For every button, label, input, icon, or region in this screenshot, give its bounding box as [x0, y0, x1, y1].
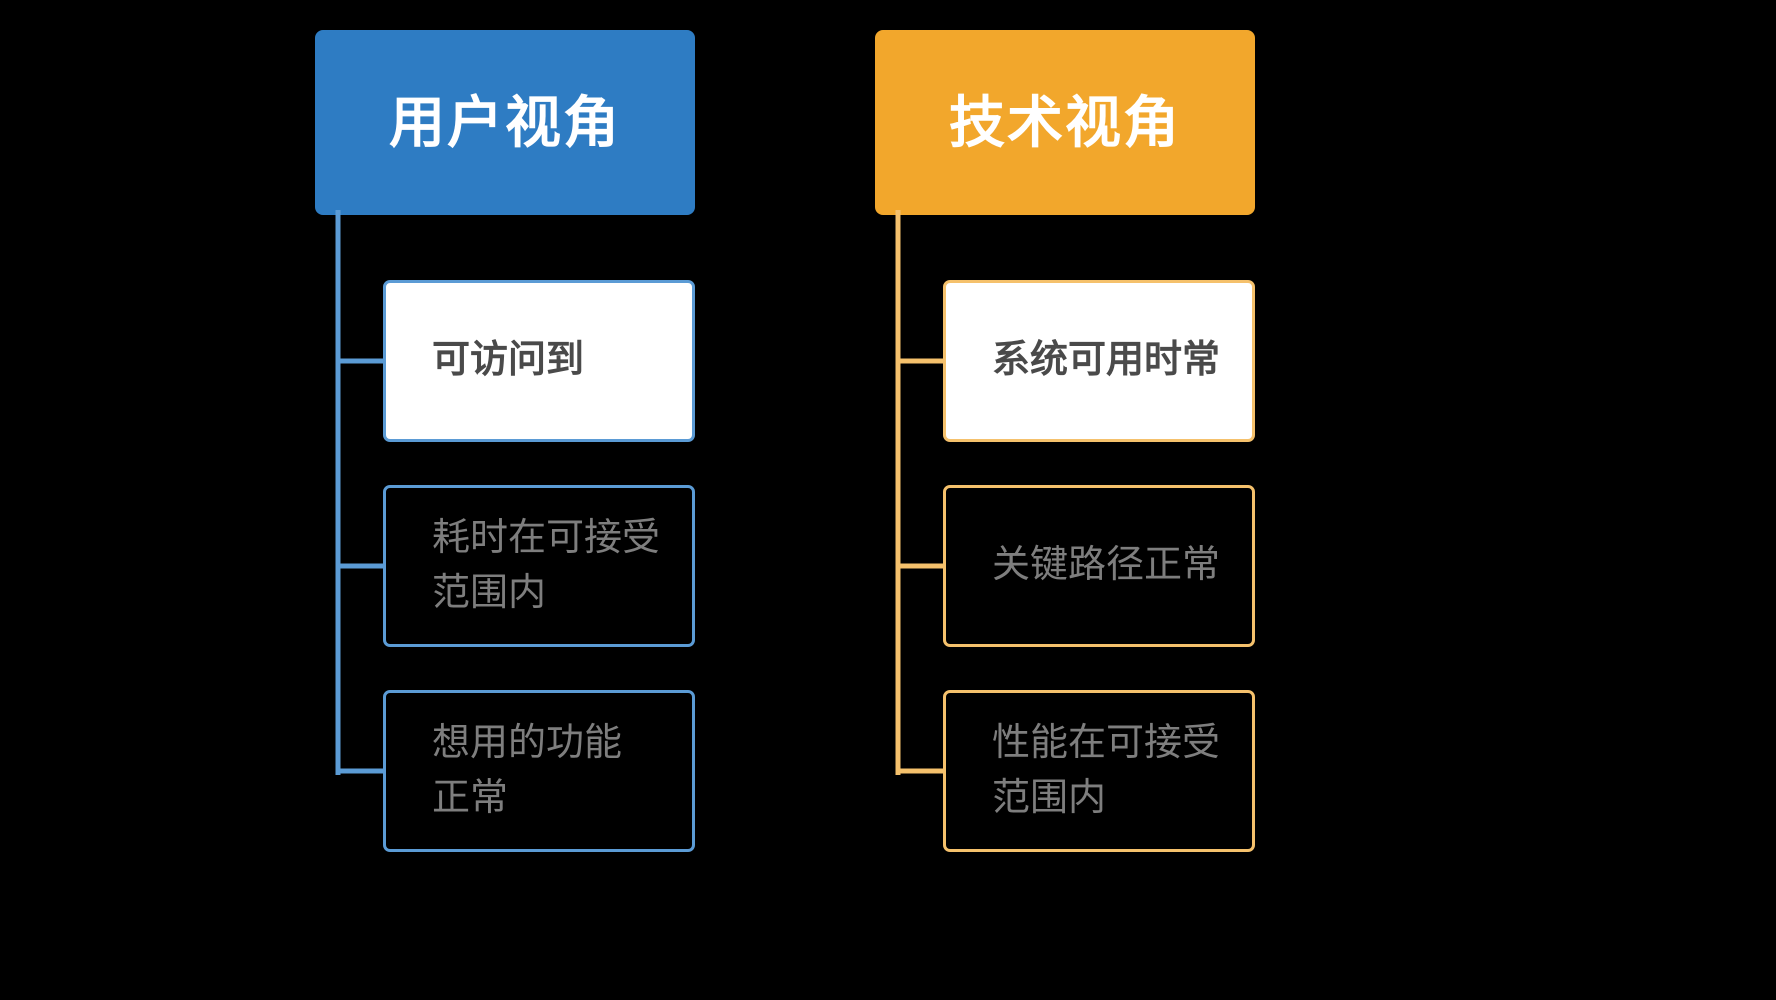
card-tech-child-3[interactable]: 性能在可接受 范围内: [943, 690, 1255, 852]
card-tech-child-2[interactable]: 关键路径正常: [943, 485, 1255, 647]
header-card-user-perspective[interactable]: 用户视角: [315, 30, 695, 215]
card-tech-child-1[interactable]: 系统可用时常: [943, 280, 1255, 442]
card-user-child-2-label: 耗时在可接受 范围内: [432, 516, 661, 614]
card-user-child-1-label: 可访问到: [432, 339, 585, 382]
header-card-tech-perspective[interactable]: 技术视角: [875, 30, 1255, 215]
header-title-tech-perspective: 技术视角: [949, 90, 1181, 154]
card-user-child-2[interactable]: 耗时在可接受 范围内: [383, 485, 695, 647]
card-tech-child-1-label: 系统可用时常: [992, 339, 1221, 382]
column-tech-perspective: 技术视角 系统可用时常 关键路径正常 性能在可接受 范围内: [810, 0, 1510, 1000]
card-user-child-1[interactable]: 可访问到: [383, 280, 695, 442]
header-title-user-perspective: 用户视角: [389, 90, 621, 154]
card-tech-child-2-label: 关键路径正常: [992, 544, 1221, 587]
column-user-perspective: 用户视角 可访问到 耗时在可接受 范围内 想用的功能 正常: [250, 0, 950, 1000]
card-user-child-3-label: 想用的功能 正常: [432, 721, 623, 819]
card-tech-child-3-label: 性能在可接受 范围内: [992, 721, 1221, 819]
card-user-child-3[interactable]: 想用的功能 正常: [383, 690, 695, 852]
